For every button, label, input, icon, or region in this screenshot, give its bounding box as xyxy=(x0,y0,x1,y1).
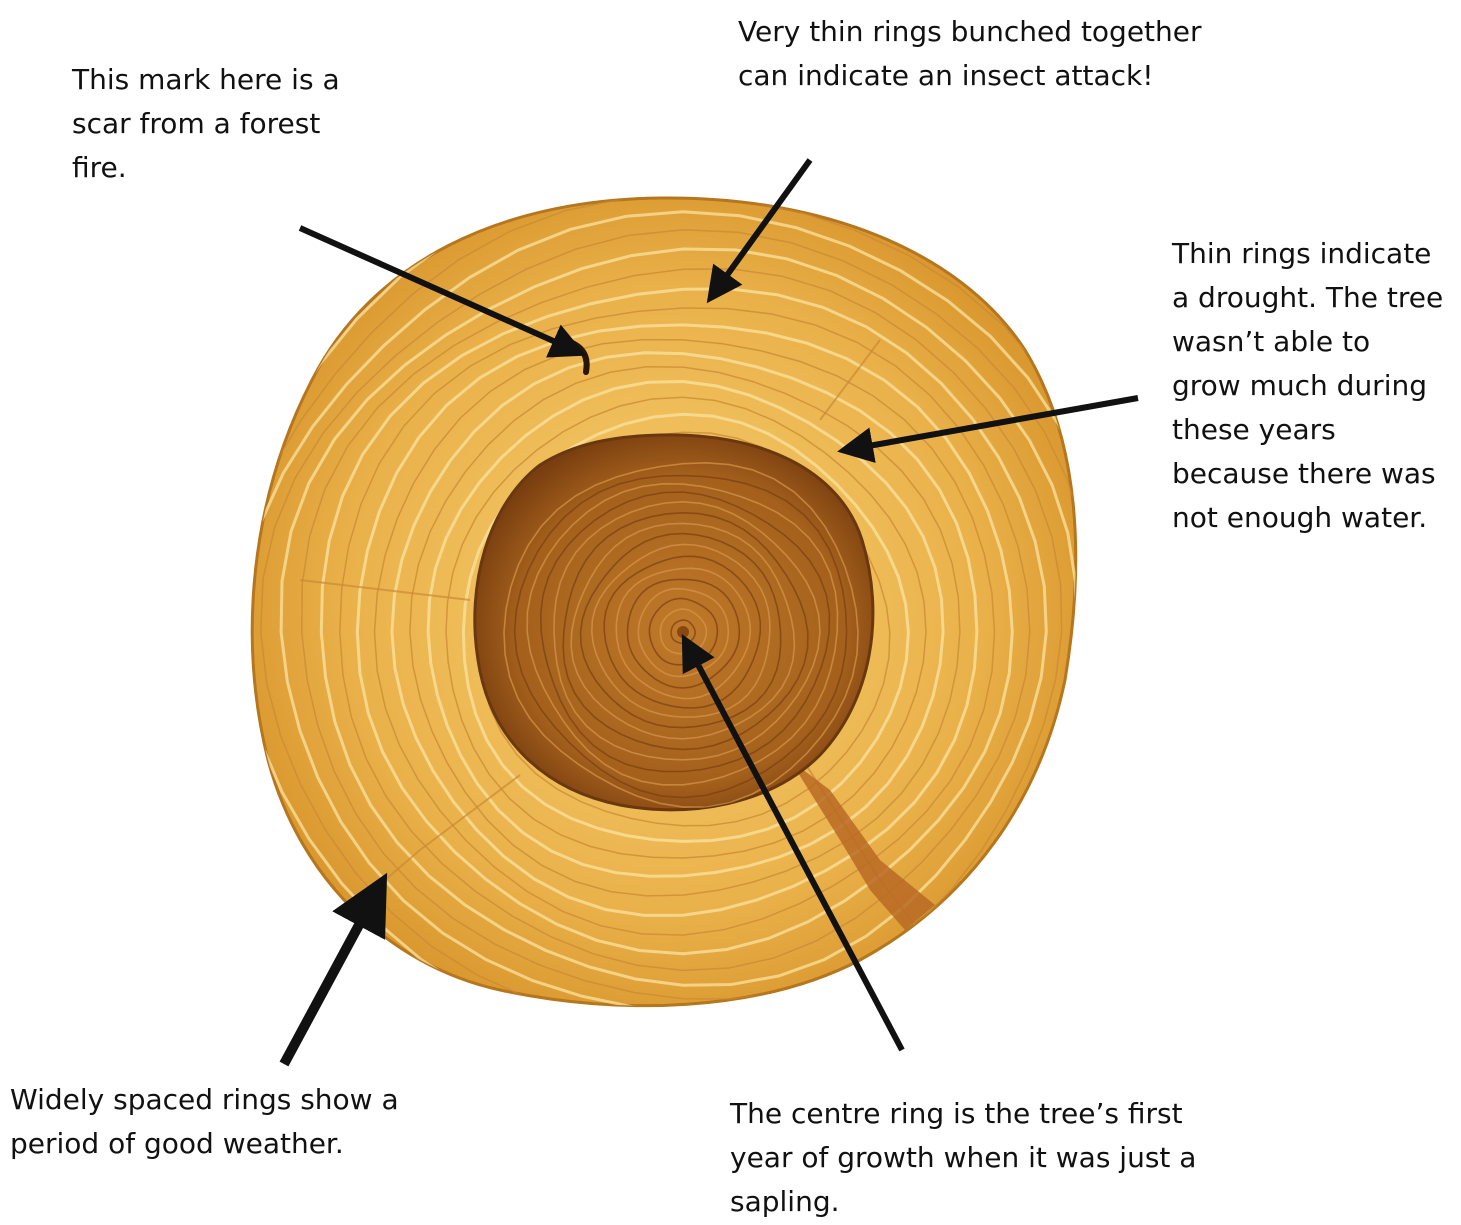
log-heartwood xyxy=(475,435,873,810)
caption-insect-attack: Very thin rings bunched together can ind… xyxy=(738,10,1298,98)
caption-centre-ring: The centre ring is the tree’s first year… xyxy=(730,1092,1250,1224)
caption-fire-scar: This mark here is a scar from a forest f… xyxy=(72,58,372,190)
caption-good-weather: Widely spaced rings show a period of goo… xyxy=(10,1078,470,1166)
arrow-good-weather xyxy=(284,886,380,1064)
caption-drought: Thin rings indicate a drought. The tree … xyxy=(1172,232,1461,540)
pith-center xyxy=(677,626,689,638)
